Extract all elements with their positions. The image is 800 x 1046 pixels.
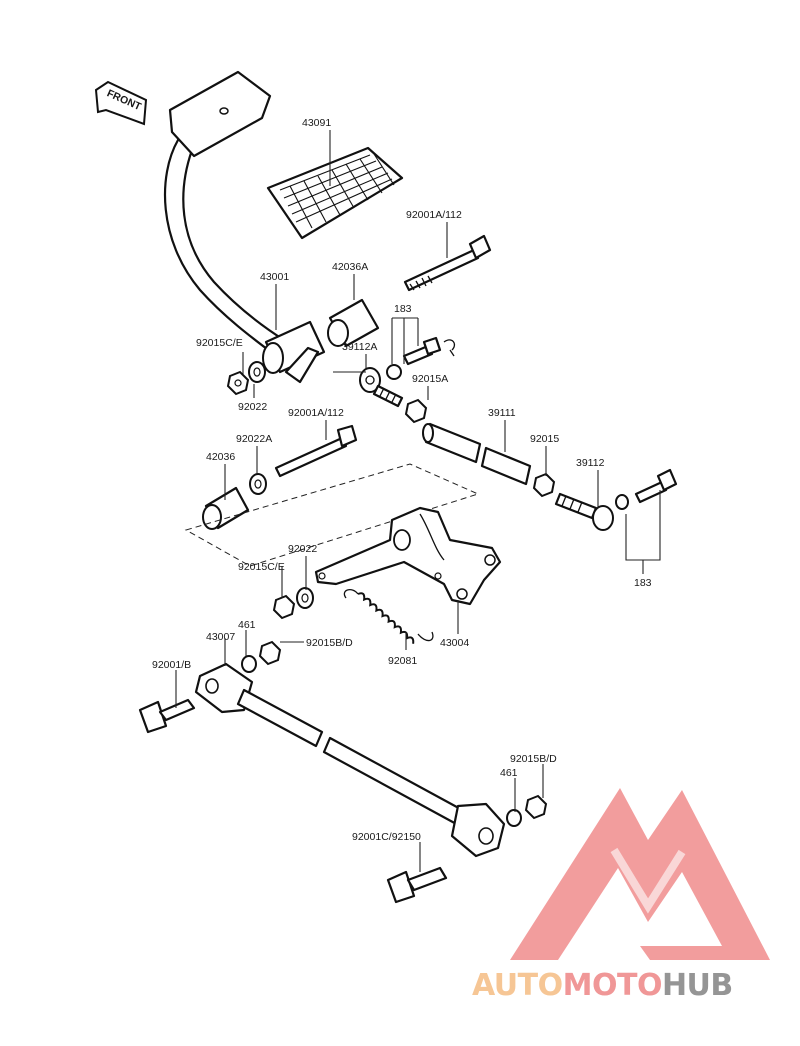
nut-92015ce-upper [226,370,250,396]
callout-92001b: 92001/B [152,659,191,671]
callout-92081: 92081 [388,655,417,667]
bracket-43004 [314,506,502,606]
callout-92001c: 92001C/92150 [352,831,421,843]
bolt-92001a-middle [274,424,358,478]
nut-92015bd-left [258,640,282,666]
washer-92022-upper [248,361,266,383]
bolt-92001a-top [403,234,492,292]
logo-word-auto: AUTO [472,968,563,1003]
logo-word-hub: HUB [662,968,733,1003]
callout-42036: 42036 [206,451,235,463]
callout-92015ce-upper: 92015C/E [196,337,243,349]
nut-183-right [615,494,629,510]
callout-43007: 43007 [206,631,235,643]
washer-461-left [241,655,257,673]
callout-92022-lower: 92022 [288,543,317,555]
callout-183-bottom: 183 [634,577,652,589]
nut-92015 [532,472,556,498]
callout-92022a: 92022A [236,433,272,445]
callout-92001a-middle: 92001A/112 [288,407,344,419]
nut-183-top [386,364,402,380]
brake-pedal-arm [163,70,326,384]
callout-43004: 43004 [440,637,469,649]
logo-triangle-icon [510,788,770,960]
washer-461-right [506,809,522,827]
callout-92015a: 92015A [412,373,448,385]
callout-461-left: 461 [238,619,256,631]
assembly-dashed-outline [184,463,480,567]
callout-461-right: 461 [500,767,518,779]
bolt-183-right [634,468,678,504]
callout-43001: 43001 [260,271,289,283]
rod-39111 [422,422,532,486]
callout-92015ce-lower: 92015C/E [238,561,285,573]
rod-end-39112a [359,367,404,408]
washer-92022-lower [296,587,314,609]
callout-39112: 39112 [576,457,605,469]
callout-labels: 43091 92001A/112 43001 42036A 183 92015C… [152,117,652,843]
callout-43091: 43091 [302,117,331,129]
pedal-rubber-pad [266,146,404,240]
svg-text:AUTOMOTOHUB: AUTOMOTOHUB [472,968,733,1003]
spring-92081 [343,588,434,644]
callout-42036a: 42036A [332,261,368,273]
automotohub-logo: AUTOMOTOHUB [472,788,770,1003]
callout-39112a: 39112A [342,341,377,353]
callout-92015bd-right: 92015B/D [510,753,557,765]
callout-92001a-top: 92001A/112 [406,209,462,221]
bolt-92001b [138,698,196,734]
nut-92015bd-right [524,794,548,820]
washer-92022a [249,473,267,495]
rod-end-39112 [554,492,614,531]
logo-word-moto: MOTO [563,968,662,1003]
bolt-92001c [386,866,448,904]
callout-92015bd-left: 92015B/D [306,637,353,649]
callout-92022-upper: 92022 [238,401,267,413]
callout-92015: 92015 [530,433,559,445]
leader-lines [175,130,661,872]
collar-42036a [327,298,380,348]
nut-92015a [404,398,428,424]
callout-39111: 39111 [488,407,516,419]
front-arrow-icon: FRONT [94,80,148,126]
nut-92015ce-lower [272,594,296,620]
brake-rod-43007 [194,662,506,858]
bolt-183-top [402,336,456,366]
collar-42036 [202,486,250,530]
callout-183-top: 183 [394,303,412,315]
